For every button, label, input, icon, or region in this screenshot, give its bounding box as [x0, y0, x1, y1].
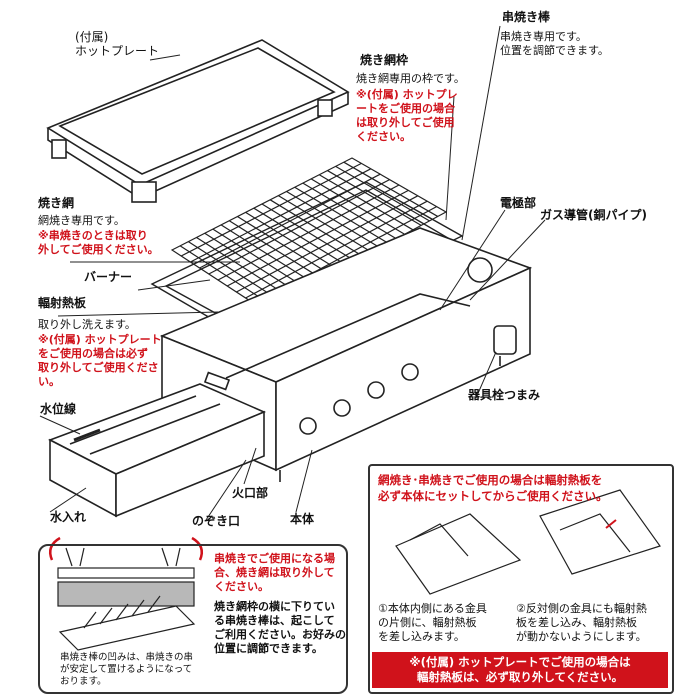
radiant-title: 輻射熱板 — [38, 296, 87, 310]
net-mesh-line — [208, 179, 390, 275]
net-mesh-line — [180, 162, 362, 257]
radiant-step-1: ①本体内側にある金具 の片側に、輻射熱板 を差し込みます。 — [378, 602, 487, 643]
skewer-usage-desc: 焼き網枠の横に下りてい る串焼き棒は、起こして ご利用ください。お好みの 位置に… — [214, 600, 346, 655]
net-mesh-line — [226, 189, 409, 287]
hotplate-label: (付属) ホットプレート — [75, 30, 160, 58]
skewer-red-note: 串焼きでご使用になる場 合、焼き網は取り外して ください。 — [214, 552, 335, 593]
water-line-label: 水位線 — [40, 402, 77, 416]
net-mesh-line — [190, 168, 372, 263]
fire-port-label: 火口部 — [232, 486, 269, 500]
net-title: 焼き網 — [38, 196, 75, 210]
burner-label: バーナー — [84, 270, 133, 284]
net-desc: 網焼き専用です。 — [38, 214, 125, 227]
skewer-small-note: 串焼き棒の凹みは、串焼きの串 が安定して置けるようになって おります。 — [60, 652, 194, 687]
net-frame-title: 焼き網枠 — [360, 53, 409, 67]
radiant-setup-drawing — [395, 489, 661, 595]
net-frame-desc: 焼き網専用の枠です。 — [356, 72, 465, 85]
hotplate-warning-bar: ※(付属) ホットプレートでご使用の場合は 輻射熱板は、必ず取り外してください。 — [372, 652, 668, 688]
net-frame-note: ※(付属) ホットプレ ートをご使用の場合 は取り外してご使用 ください。 — [356, 88, 458, 143]
gas-pipe-label: ガス導管(銅パイプ) — [540, 208, 647, 222]
radiant-desc: 取り外し洗えます。 — [38, 318, 136, 331]
net-mesh-line — [217, 184, 400, 281]
net-mesh-line — [236, 195, 419, 293]
radiant-setup-panel — [368, 464, 674, 694]
electrode-label: 電極部 — [500, 196, 537, 210]
body-label: 本体 — [290, 512, 315, 526]
radiant-step-2: ②反対側の金具にも輻射熱 板を差し込み、輻射熱板 が動かないようにします。 — [516, 602, 647, 643]
skewer-mini-drawing — [49, 536, 203, 651]
peephole-label: のぞき口 — [192, 514, 241, 528]
net-note: ※串焼きのときは取り 外してご使用ください。 — [38, 229, 159, 256]
skewer-desc: 串焼き専用です。 位置を調節できます。 — [500, 30, 609, 57]
radiant-note: ※(付属) ホットプレート をご使用の場合は必ず 取り外してご使用くださ い。 — [38, 333, 162, 388]
water-tray-drawing — [48, 383, 267, 518]
valve-knob-label: 器具栓つまみ — [468, 388, 541, 402]
radiant-setup-header: 網焼き･串焼きでご使用の場合は輻射熱板を 必ず本体にセットしてからご使用ください… — [378, 473, 608, 503]
skewer-title: 串焼き棒 — [502, 10, 551, 24]
skewer-info-panel — [38, 544, 348, 694]
net-mesh-line — [245, 200, 428, 299]
hotplate-drawing — [46, 39, 350, 203]
leader-lines — [39, 25, 546, 521]
water-tray-label: 水入れ — [50, 510, 87, 524]
